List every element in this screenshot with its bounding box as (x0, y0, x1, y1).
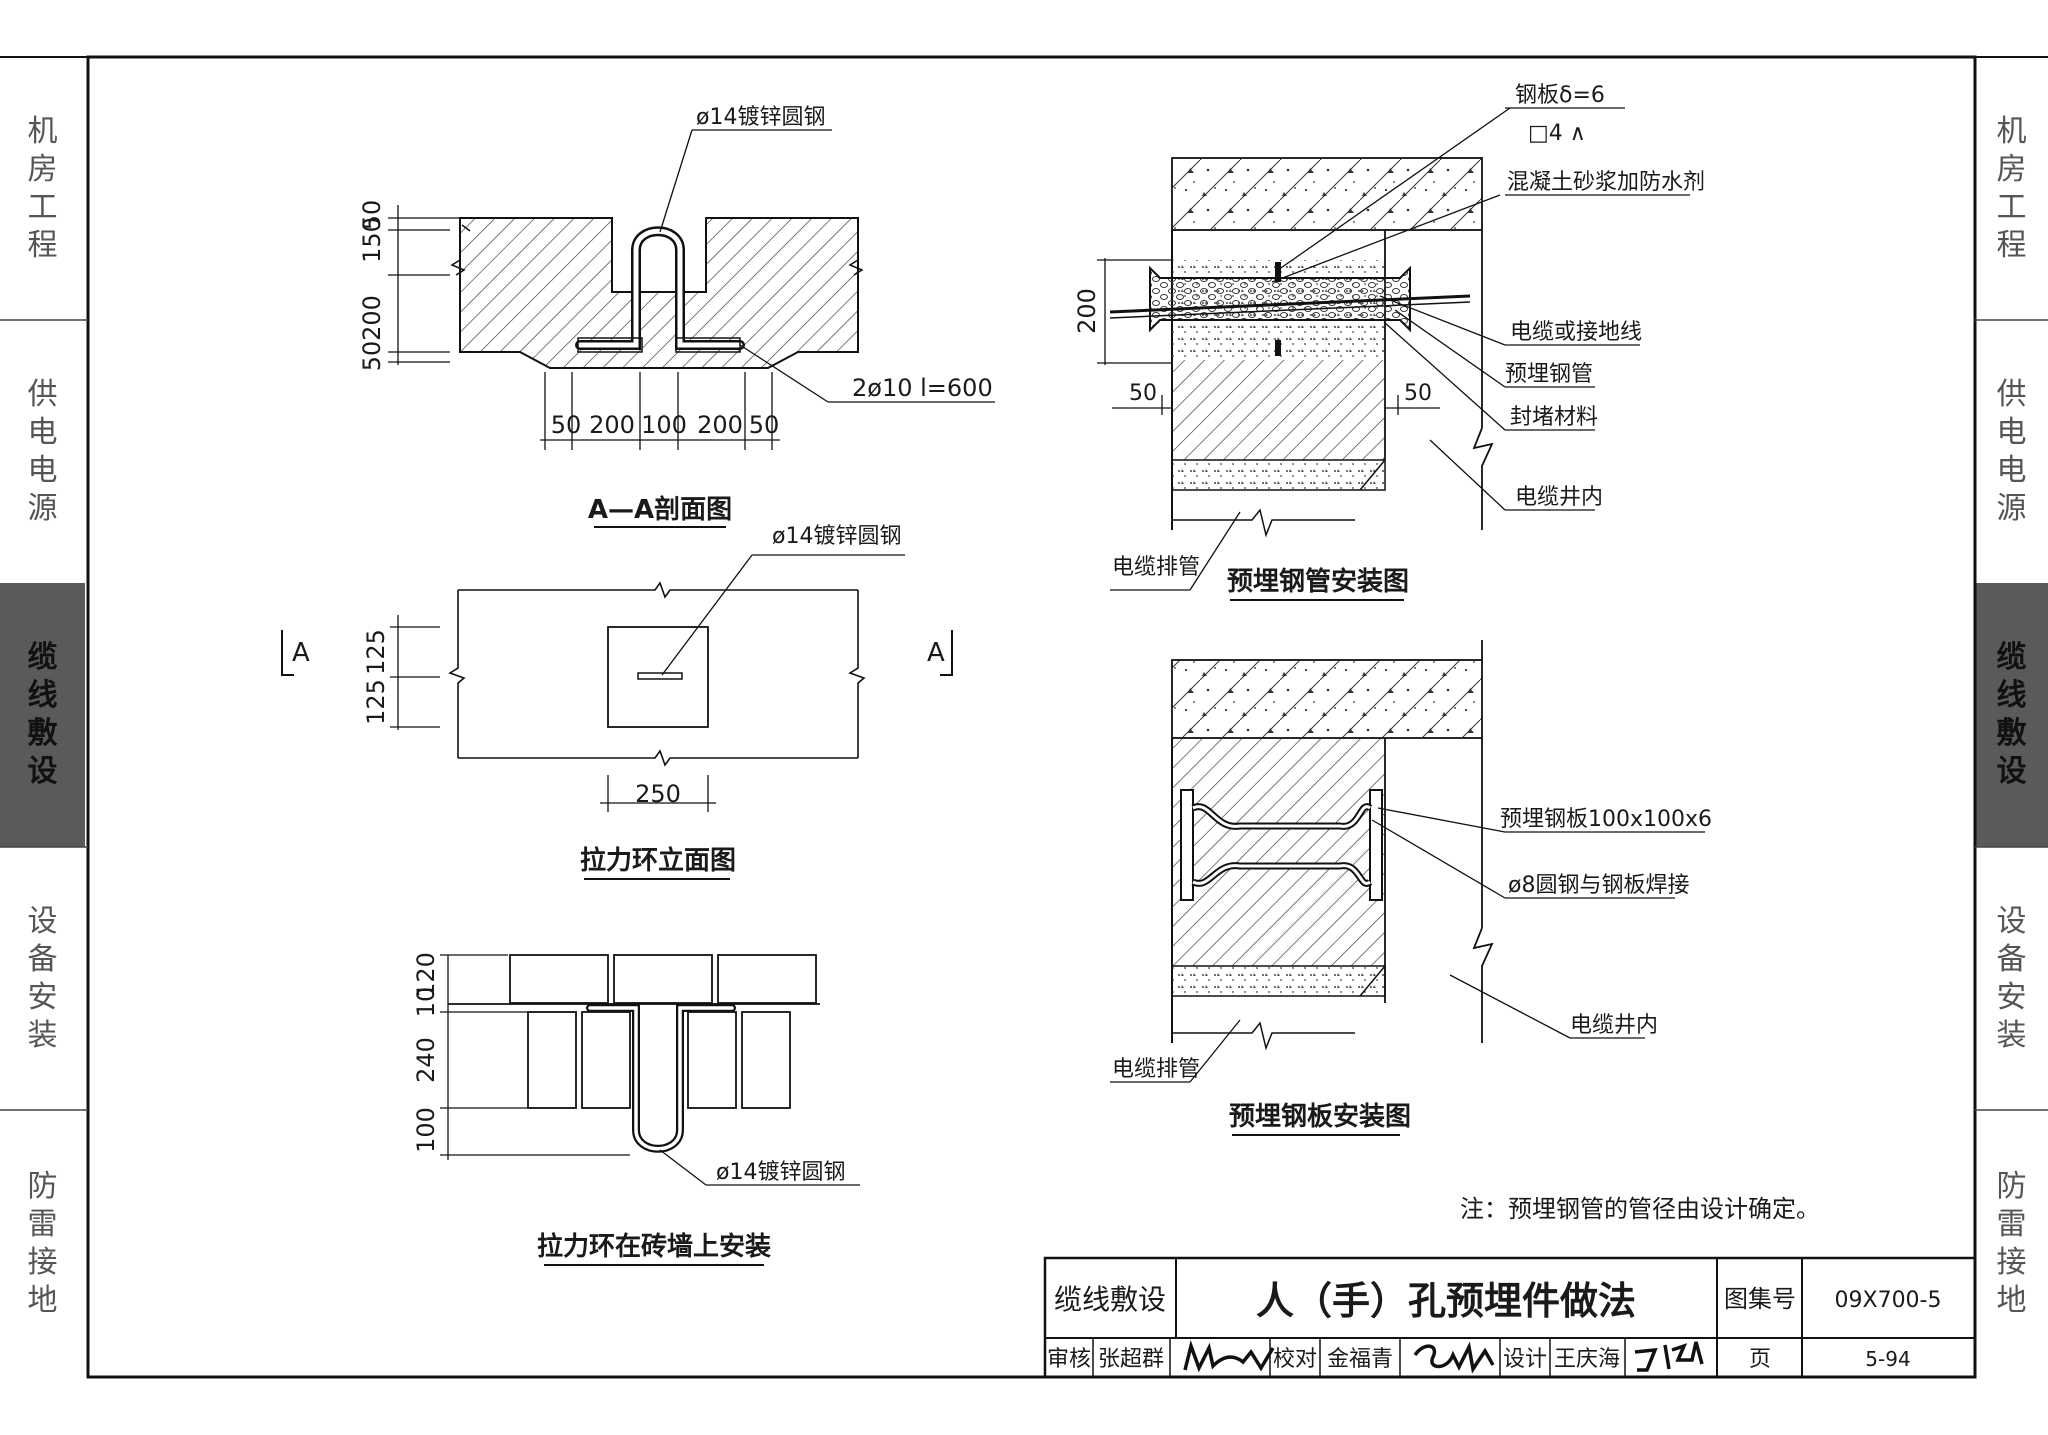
brick-dim-v-0: 120 (412, 952, 440, 998)
designer-signature (1634, 1341, 1704, 1372)
aa-section-drawing: 150 50 200 50 50 200 100 200 50 ø14镀锌圆钢 … (358, 105, 995, 528)
title-block-check-label: 校对 (1273, 1347, 1317, 1372)
aa-dim-v-1: 50 (358, 200, 386, 231)
side-tab-label: 设备安装 (1996, 903, 2027, 1053)
section-mark-right: A (927, 638, 945, 668)
side-tab-right-4[interactable]: 防雷接地 (1975, 1110, 2048, 1377)
aa-dim-h-1: 200 (589, 411, 635, 439)
brick-rod-loop (586, 1004, 736, 1153)
title-block-category: 缆线敷设 (1054, 1283, 1166, 1316)
brick-dim-v-3: 100 (412, 1107, 440, 1153)
title-block-atlas-label: 图集号 (1724, 1285, 1796, 1313)
title-block-atlas-no: 09X700-5 (1835, 1288, 1942, 1313)
pipe-label-seal: 封堵材料 (1510, 405, 1598, 430)
plate-label-plate: 预埋钢板100x100x6 (1500, 807, 1712, 832)
brick-wall-title: 拉力环在砖墙上安装 (537, 1231, 771, 1262)
side-tab-right-3[interactable]: 设备安装 (1975, 847, 2048, 1110)
aa-dim-v-2: 200 (358, 295, 386, 341)
steel-pipe-title: 预埋钢管安装图 (1227, 567, 1409, 597)
aa-dim-v-3: 50 (358, 341, 386, 372)
side-tab-label: 机房工程 (27, 113, 58, 263)
pipe-label-well: 电缆井内 (1515, 485, 1603, 510)
brick-dim-v-1: 10 (412, 987, 440, 1018)
aa-dim-h-3: 200 (697, 411, 743, 439)
design-note: 注：预埋钢管的管径由设计确定。 (1460, 1195, 1820, 1223)
pipe-dim-50-left: 50 (1129, 381, 1157, 406)
pipe-label-pipe: 预埋钢管 (1505, 362, 1593, 387)
side-tab-left-2[interactable]: 缆线敷设 (0, 583, 85, 847)
brick-rod-label: ø14镀锌圆钢 (716, 1160, 845, 1185)
brick-wall-drawing (440, 954, 820, 1160)
pipe-dim-50-right: 50 (1404, 381, 1432, 406)
plate-label-well: 电缆井内 (1570, 1013, 1658, 1038)
side-tab-label: 缆线敷设 (27, 640, 58, 789)
side-tab-right-2[interactable]: 缆线敷设 (1975, 583, 2048, 847)
title-block-reviewer: 张超群 (1098, 1347, 1164, 1372)
side-tab-label: 供电电源 (27, 376, 58, 526)
tab-separators (0, 319, 2048, 1111)
aa-dim-h-2: 100 (641, 411, 687, 439)
aa-dim-v-0: 150 (358, 217, 386, 263)
elevation-embed-plate (607, 626, 709, 728)
pipe-label-duct: 电缆排管 (1112, 555, 1200, 580)
sheet-border (86, 55, 1977, 1379)
aa-section-title: A—A剖面图 (588, 494, 732, 525)
elevation-dim-v-1: 125 (362, 679, 390, 725)
embedded-steel-pipe (1149, 265, 1411, 333)
title-block-designer: 王庆海 (1554, 1347, 1620, 1372)
side-tab-left-1[interactable]: 供电电源 (0, 320, 85, 583)
title-block-page-label: 页 (1749, 1347, 1771, 1372)
pipe-label-plate: 钢板δ=6 (1515, 83, 1605, 108)
side-tab-label: 缆线敷设 (1996, 640, 2027, 789)
steel-plate-title: 预埋钢板安装图 (1229, 1102, 1411, 1132)
side-tab-label: 设备安装 (27, 903, 58, 1053)
title-block-page-no: 5-94 (1865, 1347, 1910, 1371)
aa-bar-label: 2ø10 l=600 (852, 374, 993, 402)
aa-concrete-block (459, 217, 859, 369)
elevation-drawing: ø14镀锌圆钢 125 125 250 A A 拉力环立面图 (281, 524, 953, 880)
aa-dim-h-4: 50 (749, 411, 780, 439)
title-block-title: 人（手）孔预埋件做法 (1256, 1279, 1636, 1323)
side-tab-right-0[interactable]: 机房工程 (1975, 57, 2048, 320)
pipe-label-mortar: 混凝土砂浆加防水剂 (1507, 170, 1705, 195)
title-block-review-label: 审核 (1047, 1347, 1091, 1372)
elevation-dim-v-0: 125 (362, 629, 390, 675)
side-tab-label: 防雷接地 (1996, 1168, 2027, 1318)
elevation-dim-width: 250 (635, 780, 681, 808)
side-tab-label: 供电电源 (1996, 376, 2027, 526)
title-block-checker: 金福青 (1327, 1347, 1393, 1372)
pipe-label-weld: □4 ∧ (1528, 121, 1586, 146)
side-tab-left-4[interactable]: 防雷接地 (0, 1110, 85, 1377)
title-block-design-label: 设计 (1503, 1347, 1547, 1372)
brick-dim-v-2: 240 (412, 1037, 440, 1083)
aa-dim-h-0: 50 (551, 411, 582, 439)
plate-label-duct: 电缆排管 (1112, 1057, 1200, 1082)
title-block (1043, 1256, 1977, 1379)
checker-signature (1413, 1341, 1495, 1374)
steel-plate-drawing: 预埋钢板100x100x6 ø8圆钢与钢板焊接 电缆井内 电缆排管 预埋钢板安装… (1110, 640, 1712, 1136)
elevation-rod-label: ø14镀锌圆钢 (772, 524, 901, 549)
steel-pipe-drawing: 200 50 50 钢板δ=6 □4 ∧ 混凝土砂浆加防水剂 电缆或接地线 预 (1073, 83, 1705, 601)
aa-rod-label: ø14镀锌圆钢 (696, 105, 825, 130)
section-mark-left: A (292, 638, 310, 668)
elevation-title: 拉力环立面图 (580, 845, 736, 876)
side-tab-right-1[interactable]: 供电电源 (1975, 320, 2048, 583)
side-tab-left-3[interactable]: 设备安装 (0, 847, 85, 1110)
pipe-dim-200: 200 (1073, 288, 1101, 334)
side-tab-label: 防雷接地 (27, 1168, 58, 1318)
side-tab-left-0[interactable]: 机房工程 (0, 57, 85, 320)
pipe-label-cable: 电缆或接地线 (1510, 320, 1642, 345)
reviewer-signature (1183, 1340, 1275, 1373)
plate-label-weld: ø8圆钢与钢板焊接 (1508, 873, 1689, 898)
side-tab-label: 机房工程 (1996, 113, 2027, 263)
